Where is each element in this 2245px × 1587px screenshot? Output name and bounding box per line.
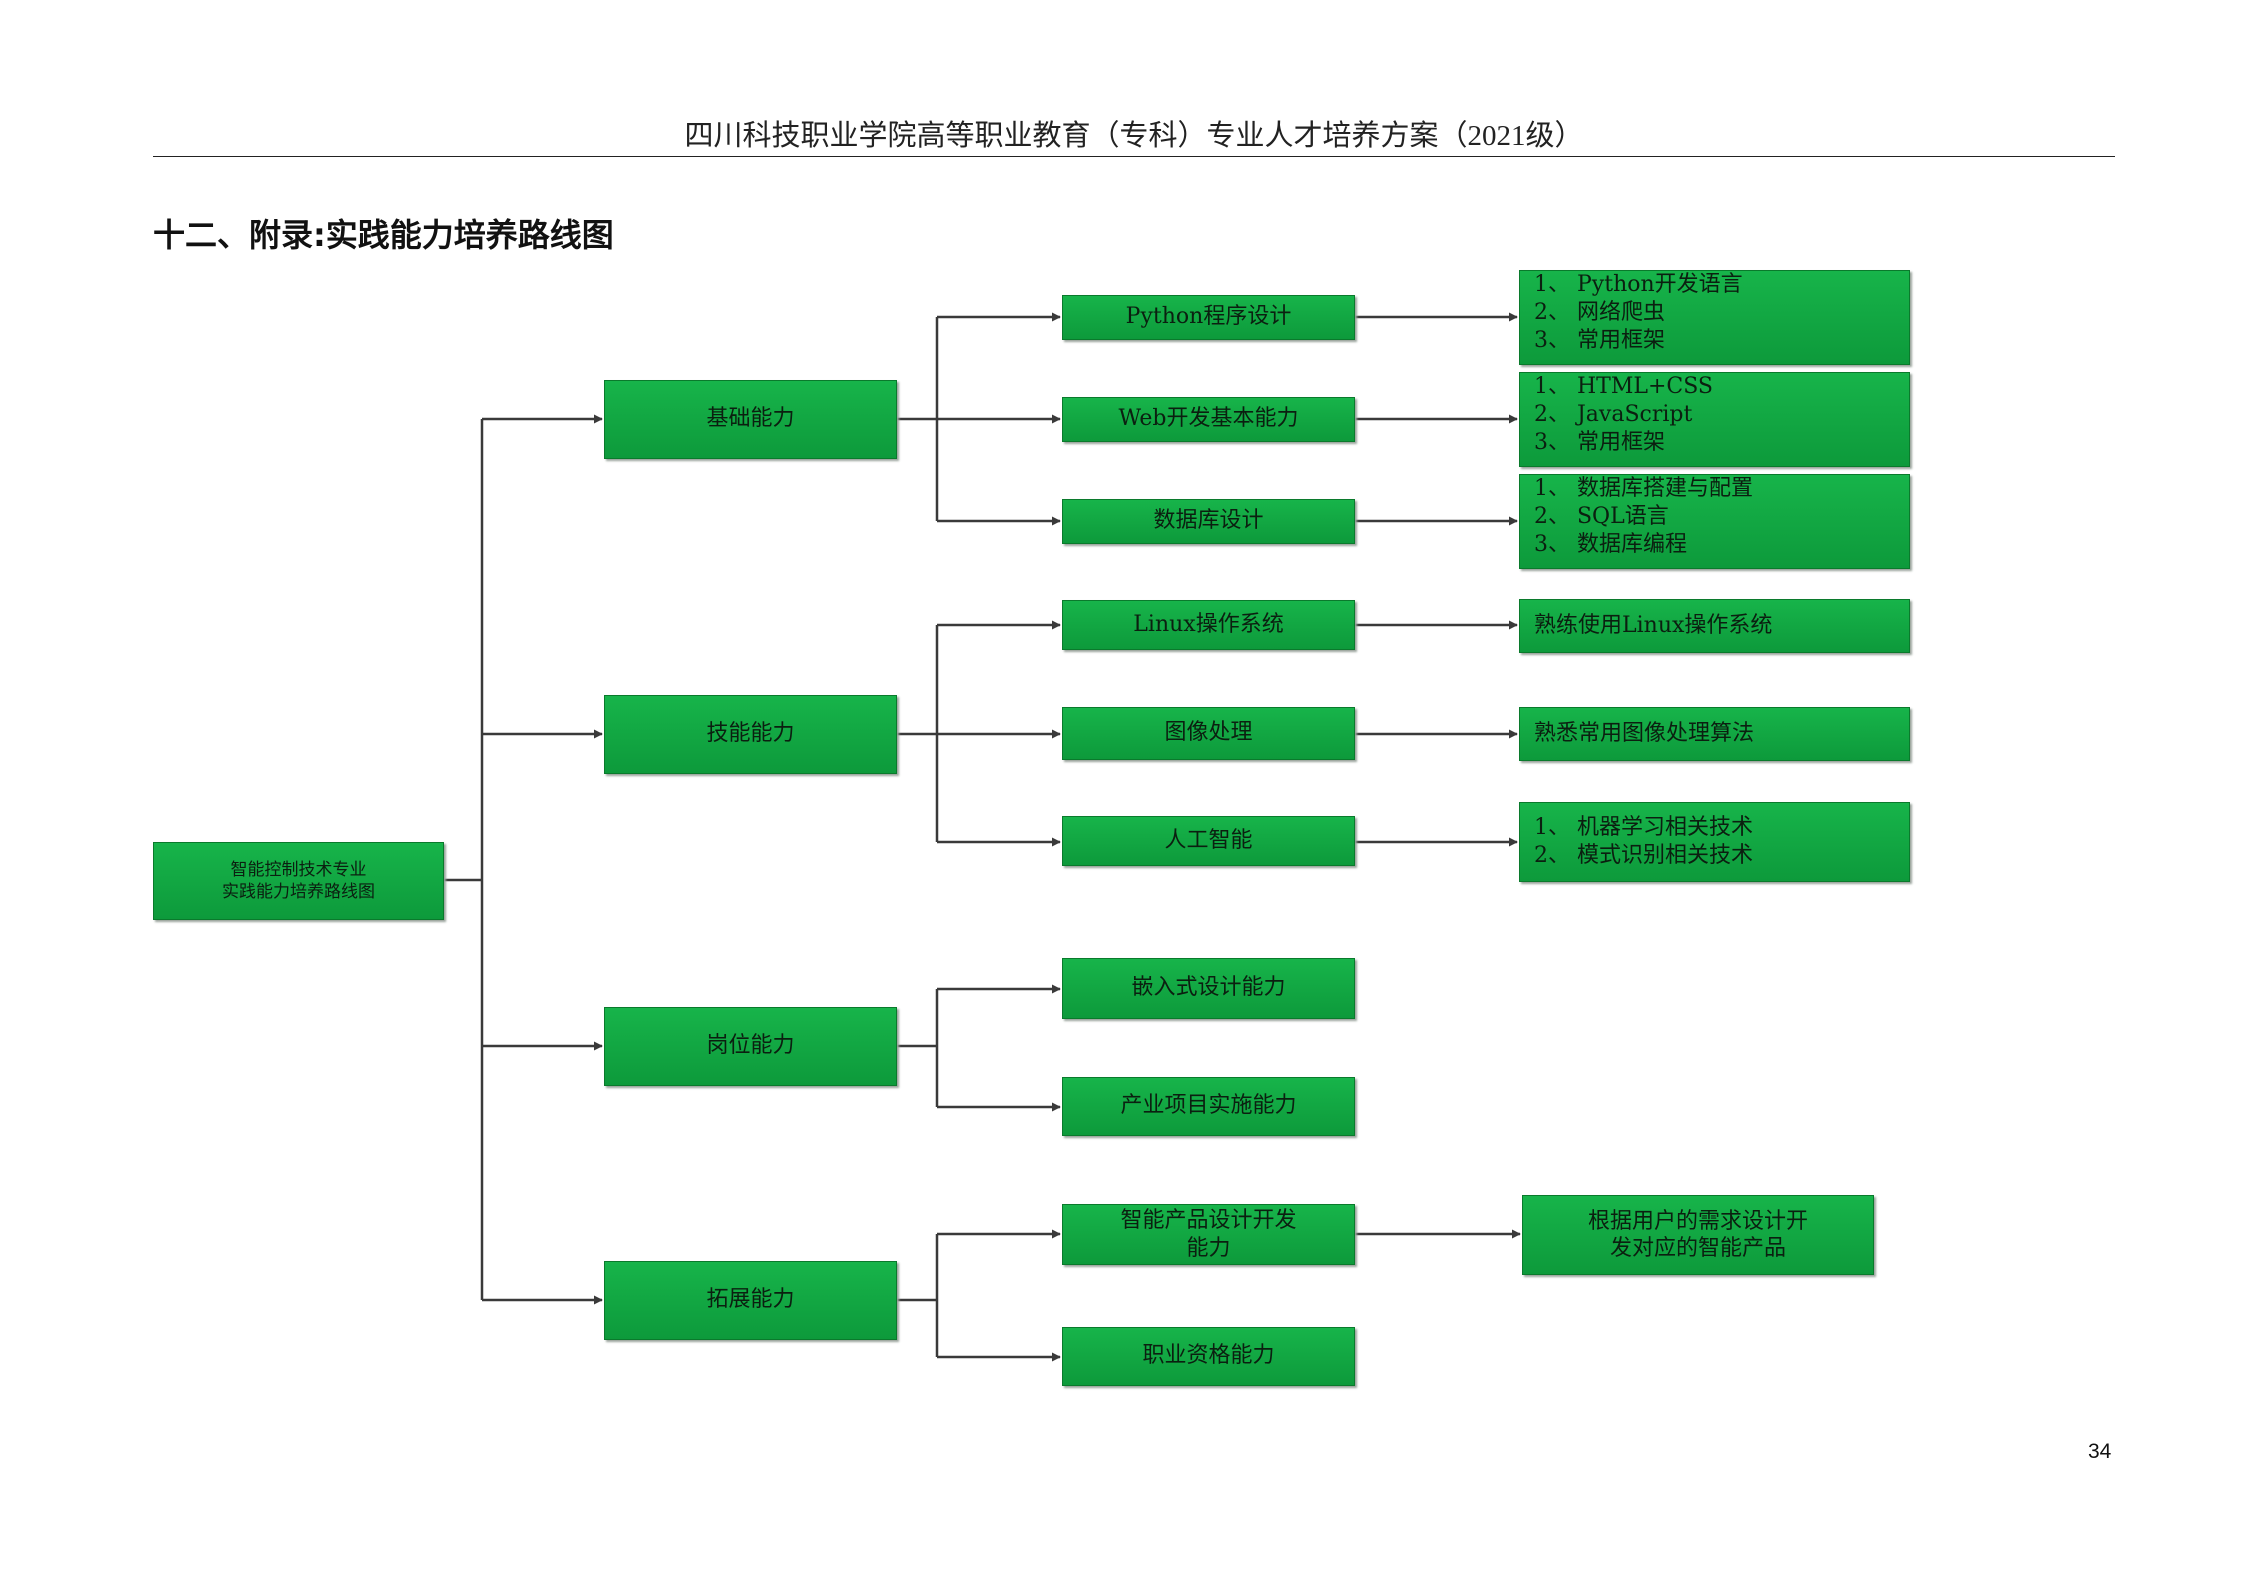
detail-line: 3、 常用框架: [1534, 430, 1665, 456]
detail-node-web: 1、 HTML+CSS 2、 JavaScript 3、 常用框架: [1519, 372, 1910, 467]
category-node-extension: 拓展能力: [604, 1261, 897, 1340]
category-node-position: 岗位能力: [604, 1007, 897, 1086]
item-node-python: Python程序设计: [1062, 295, 1355, 340]
detail-line: 根据用户的需求设计开: [1587, 1208, 1808, 1234]
item-node-qualification: 职业资格能力: [1062, 1327, 1355, 1386]
detail-line: 2、 JavaScript: [1534, 402, 1693, 428]
item-node-database: 数据库设计: [1062, 499, 1355, 544]
detail-line: 1、 机器学习相关技术: [1534, 814, 1753, 840]
item-node-ai: 人工智能: [1062, 816, 1355, 866]
item-node-image: 图像处理: [1062, 707, 1355, 760]
detail-line: 3、 常用框架: [1534, 328, 1665, 354]
item-label-line: 智能产品设计开发: [1120, 1208, 1297, 1233]
root-line-2: 实践能力培养路线图: [222, 882, 375, 902]
detail-node-linux: 熟练使用Linux操作系统: [1519, 599, 1910, 653]
item-node-linux: Linux操作系统: [1062, 600, 1355, 650]
detail-line: 1、 Python开发语言: [1534, 272, 1743, 297]
item-node-web: Web开发基本能力: [1062, 397, 1355, 442]
detail-line: 发对应的智能产品: [1609, 1236, 1786, 1261]
category-node-skill: 技能能力: [604, 695, 897, 774]
item-node-embedded: 嵌入式设计能力: [1062, 958, 1355, 1019]
item-node-industry: 产业项目实施能力: [1062, 1077, 1355, 1136]
root-line-1: 智能控制技术专业: [230, 859, 367, 880]
section-title: 十二、附录:实践能力培养路线图: [153, 216, 614, 254]
page-header: 四川科技职业学院高等职业教育（专科）专业人才培养方案（2021级）: [684, 120, 1584, 152]
header-rule: [153, 156, 2115, 157]
root-node: 智能控制技术专业 实践能力培养路线图: [153, 842, 444, 920]
detail-node-ai: 1、 机器学习相关技术 2、 模式识别相关技术: [1519, 802, 1910, 882]
detail-line: 2、 模式识别相关技术: [1534, 843, 1753, 868]
detail-line: 1、 数据库搭建与配置: [1534, 476, 1753, 501]
detail-line: 2、 SQL语言: [1534, 504, 1669, 530]
detail-line: 2、 网络爬虫: [1534, 300, 1665, 326]
detail-node-database: 1、 数据库搭建与配置 2、 SQL语言 3、 数据库编程: [1519, 474, 1910, 569]
detail-node-python: 1、 Python开发语言 2、 网络爬虫 3、 常用框架: [1519, 270, 1910, 365]
page-number: 34: [2088, 1440, 2112, 1463]
item-label-line: 能力: [1186, 1235, 1231, 1261]
detail-line: 1、 HTML+CSS: [1534, 374, 1714, 399]
detail-line: 3、 数据库编程: [1534, 532, 1687, 558]
category-node-basic: 基础能力: [604, 380, 897, 459]
item-node-smart-product: 智能产品设计开发 能力: [1062, 1204, 1355, 1265]
detail-line: 熟悉常用图像处理算法: [1534, 720, 1755, 746]
detail-line: 熟练使用Linux操作系统: [1534, 612, 1773, 638]
detail-node-image: 熟悉常用图像处理算法: [1519, 707, 1910, 761]
detail-node-smart-product: 根据用户的需求设计开 发对应的智能产品: [1522, 1195, 1874, 1275]
